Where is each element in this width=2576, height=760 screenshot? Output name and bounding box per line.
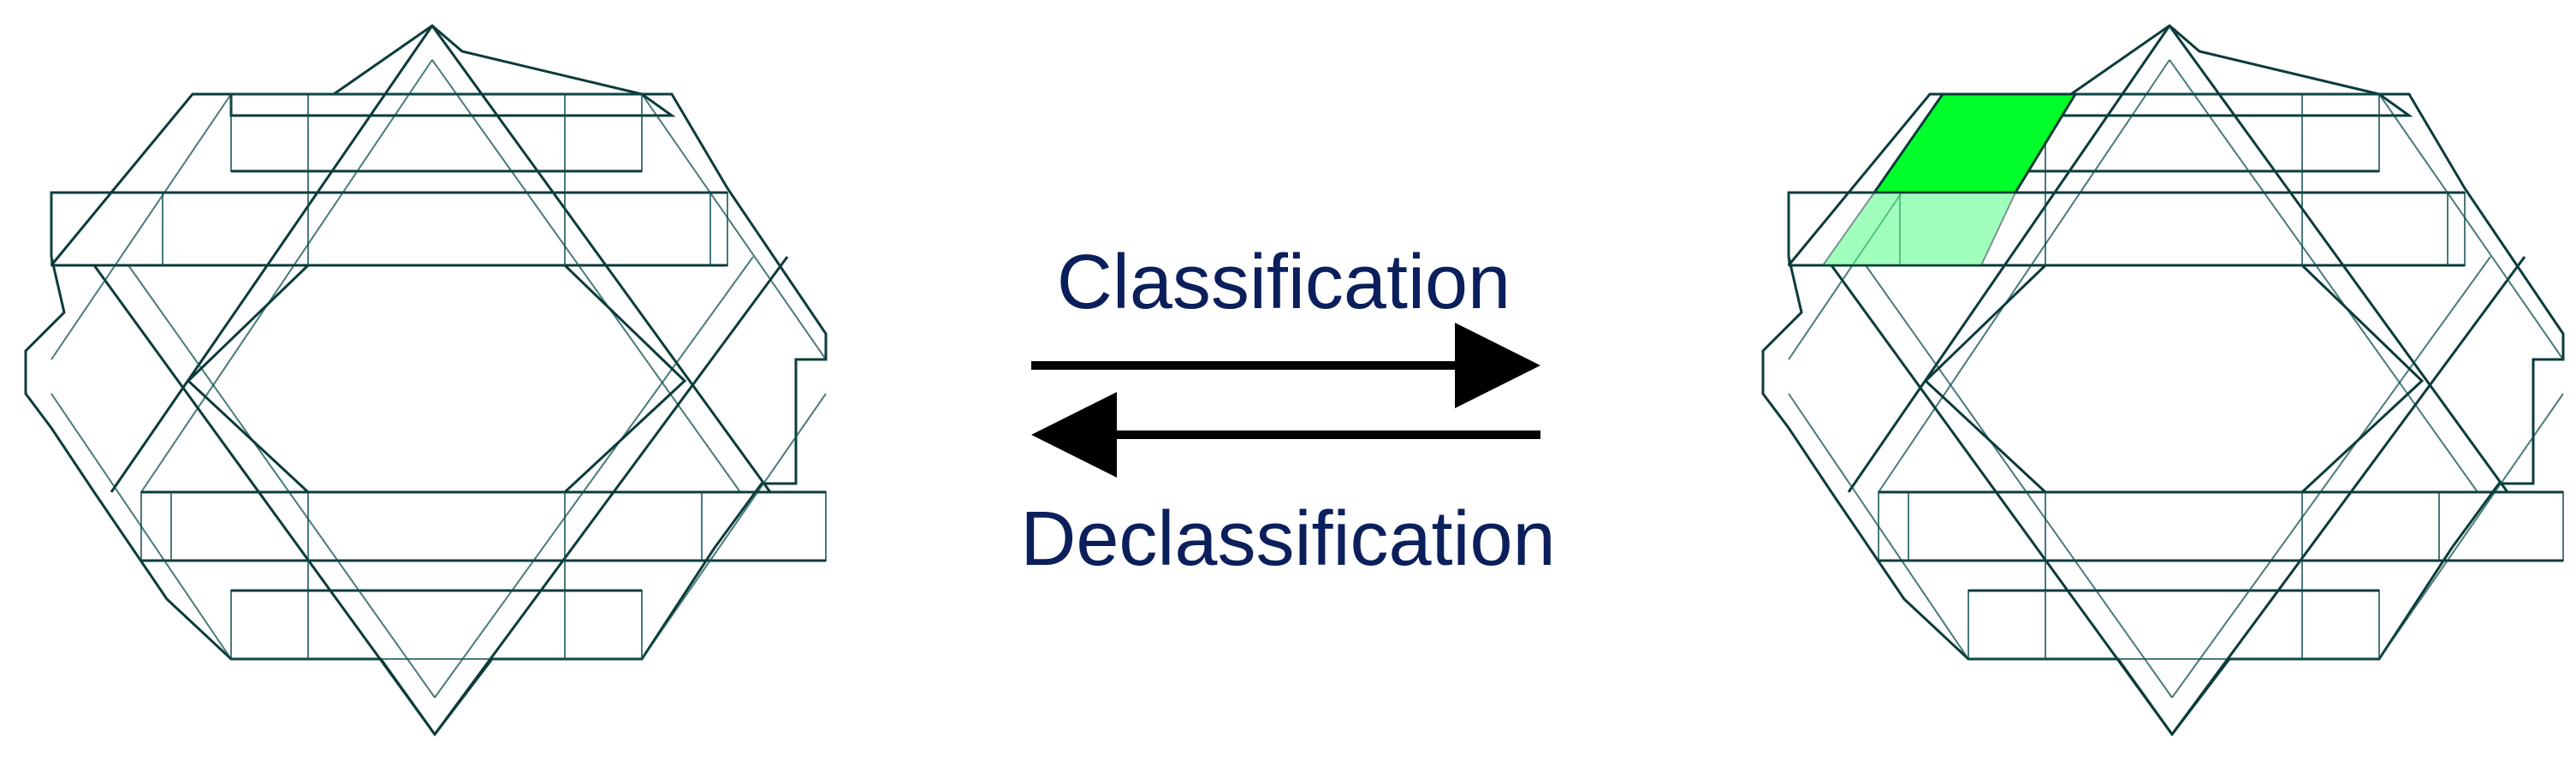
structure-after	[1761, 24, 2565, 736]
declassification-label: Declassification	[1020, 496, 1555, 582]
classified-cell	[1821, 92, 2078, 266]
classification-label: Classification	[1057, 240, 1511, 325]
structure-before	[24, 24, 828, 736]
